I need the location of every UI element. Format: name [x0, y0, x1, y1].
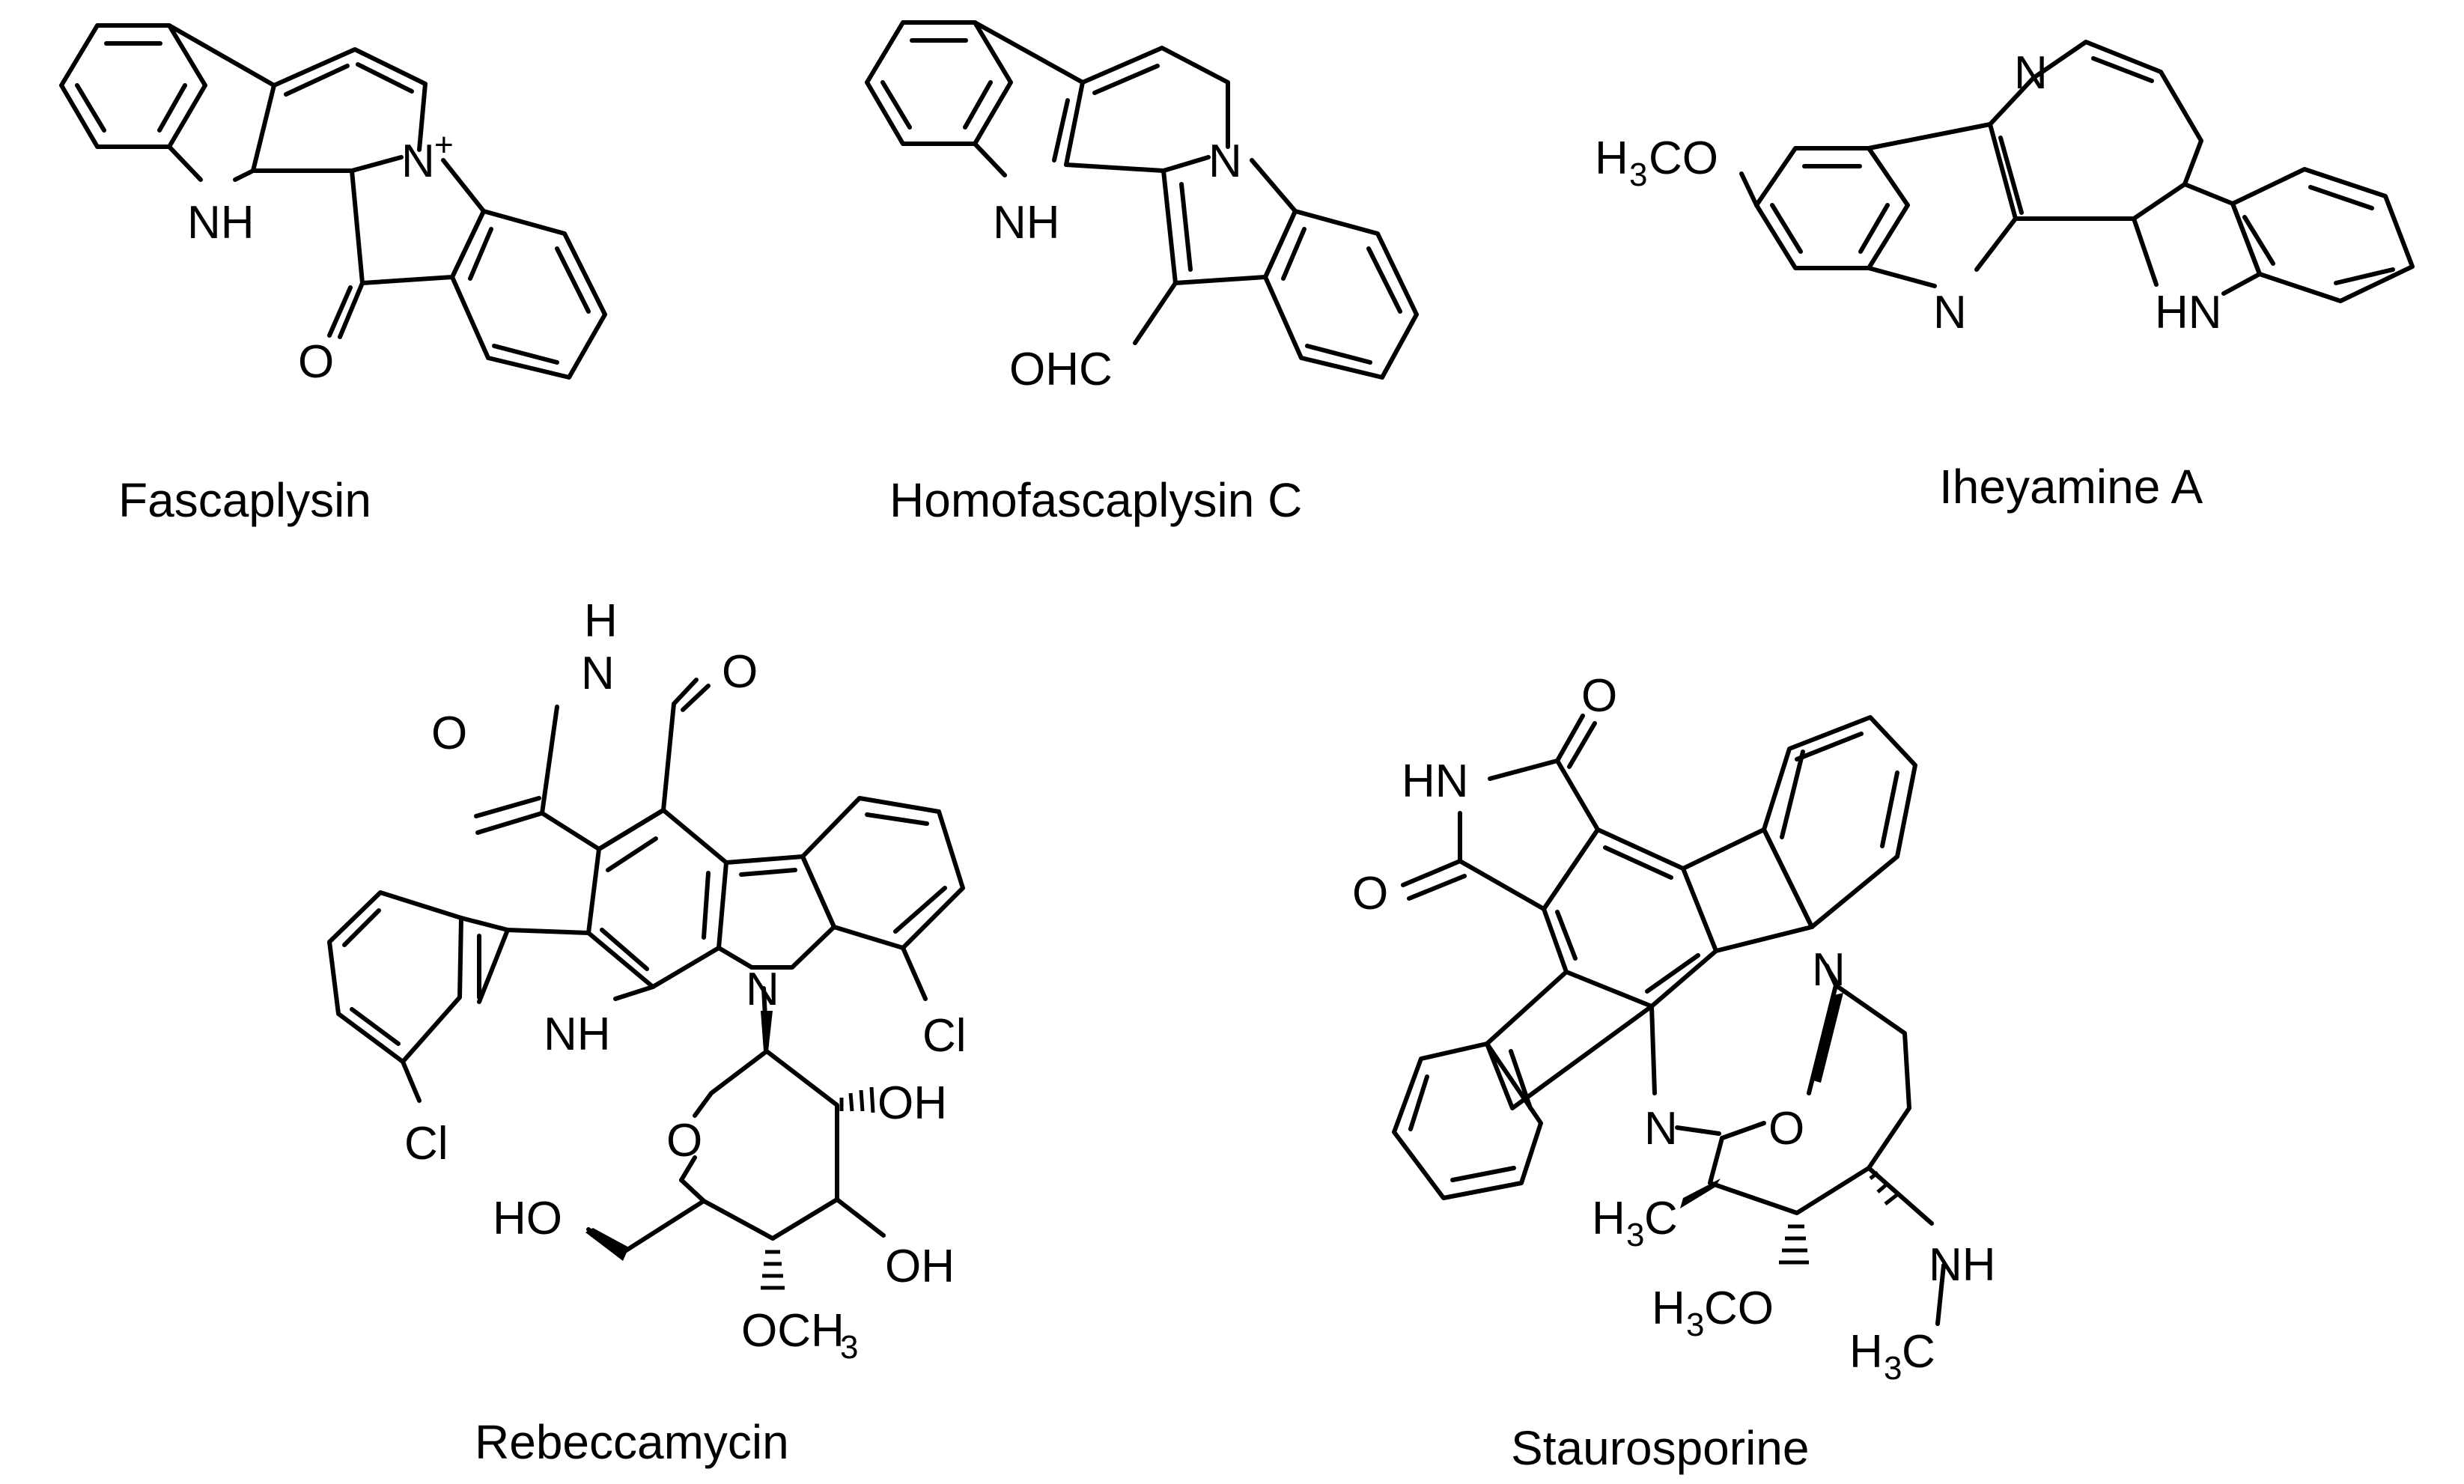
- compound-name-homofascaplysin-c: Homofascaplysin C: [889, 473, 1302, 527]
- structure-homofascaplysin-c: NH N OHC Homofascaplysin C: [865, 20, 1419, 527]
- atom-oxygen: O: [298, 336, 334, 388]
- atom-charge: +: [434, 127, 454, 163]
- atom-chlorine-left: Cl: [404, 1118, 448, 1170]
- atom-oxygen-bridge: O: [1768, 1103, 1804, 1155]
- hashed-bond-amine: [1869, 1171, 1900, 1205]
- atom-methoxy-co: CO: [1649, 133, 1718, 184]
- atom-oxygen-left: O: [1352, 868, 1388, 919]
- atom-methyl-2-h: H: [1849, 1326, 1883, 1378]
- atom-methoxy-subscript: 3: [1686, 1307, 1704, 1343]
- atom-methyl-1-subscript: 3: [1626, 1217, 1644, 1253]
- atom-methoxy-subscript: 3: [840, 1329, 858, 1366]
- atom-hydroxyl-1: OH: [877, 1077, 947, 1129]
- atom-n-mid: N: [1933, 287, 1967, 338]
- compound-name-iheyamine-a: Iheyamine A: [1939, 460, 2203, 514]
- atom-chlorine-right: Cl: [922, 1010, 967, 1062]
- atom-nitrogen: N: [1208, 136, 1242, 187]
- atom-oxygen-right: O: [722, 646, 758, 698]
- compound-name-rebeccamycin: Rebeccamycin: [475, 1415, 789, 1469]
- atom-methyl-2-c: C: [1902, 1326, 1935, 1378]
- compound-name-staurosporine: Staurosporine: [1511, 1421, 1809, 1475]
- atom-n-center: N: [746, 964, 779, 1015]
- atom-hydroxyl-2: OH: [885, 1241, 955, 1292]
- structure-staurosporine: HN O O N N O H 3 C H 3 CO NH H 3 C Staur…: [1352, 670, 1996, 1475]
- atom-hn: HN: [1402, 755, 1469, 807]
- compound-name-fascaplysin: Fascaplysin: [118, 473, 371, 527]
- atom-methoxy-h: H: [1595, 133, 1628, 184]
- atom-aldehyde: OHC: [1009, 344, 1113, 395]
- atom-oxygen-left: O: [431, 708, 467, 759]
- atom-nh: NH: [544, 1009, 611, 1060]
- atom-nh: NH: [187, 197, 255, 249]
- atom-n-plus: N: [401, 136, 435, 187]
- atom-ring-oxygen: O: [666, 1115, 702, 1167]
- atom-methyl-2-subscript: 3: [1884, 1350, 1902, 1387]
- structure-fascaplysin: NH N + O Fascaplysin: [59, 23, 607, 527]
- atom-n-left: N: [1644, 1103, 1678, 1155]
- hashed-bond-methoxy: [1779, 1224, 1809, 1265]
- hashed-bond-och3: [761, 1250, 785, 1290]
- atom-methoxy-subscript: 3: [1629, 156, 1647, 193]
- atom-imide-n: N: [581, 648, 615, 699]
- atom-methyl-1-h: H: [1592, 1193, 1625, 1244]
- atom-methoxy-prefix: OCH: [741, 1305, 845, 1357]
- atom-hydroxymethyl: HO: [493, 1193, 562, 1244]
- atom-nh: NH: [1929, 1239, 1996, 1291]
- atom-n-top: N: [2014, 47, 2048, 99]
- structure-iheyamine-a: H 3 CO N N HN Iheyamine A: [1595, 40, 2415, 514]
- structure-rebeccamycin: H N O O N NH Cl Cl O OH OH HO OCH 3 Rebe…: [327, 595, 967, 1469]
- atom-oxygen-top: O: [1581, 670, 1617, 722]
- hashed-bond-oh1: [839, 1086, 875, 1113]
- atom-nh: HN: [2155, 287, 2222, 338]
- atom-methyl-1-c: C: [1644, 1193, 1678, 1244]
- atom-imide-h: H: [584, 595, 618, 647]
- atom-methoxy-h: H: [1652, 1283, 1685, 1334]
- atom-nh: NH: [993, 197, 1060, 249]
- atom-n-right: N: [1812, 944, 1846, 996]
- atom-methoxy-co: CO: [1704, 1283, 1774, 1334]
